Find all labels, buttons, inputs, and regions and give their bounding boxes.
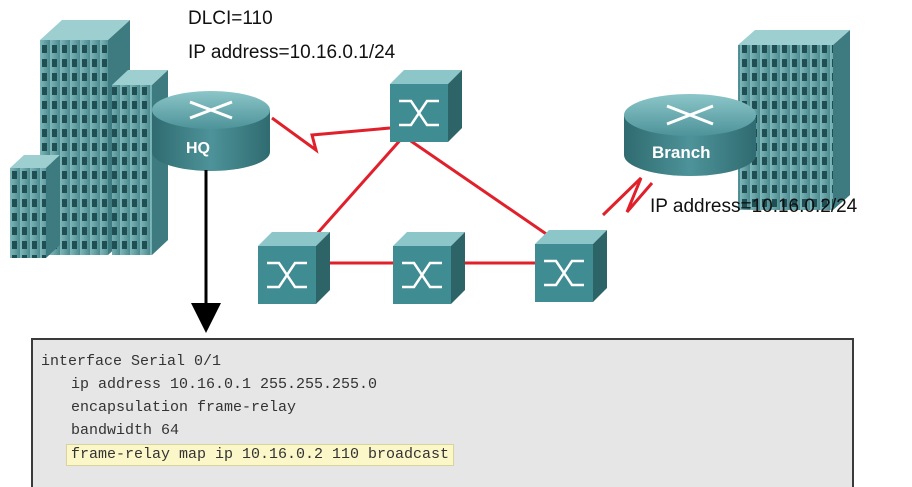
switch-middle [393, 232, 465, 304]
hq-router-label: HQ [186, 140, 210, 157]
config-line: ip address 10.16.0.1 255.255.255.0 [71, 376, 378, 393]
branch-router-label: Branch [652, 143, 711, 162]
network-diagram [10, 20, 850, 333]
switch-top [390, 70, 462, 142]
link-sw-top-sw-left [305, 136, 405, 246]
switch-cross-icon [399, 99, 439, 127]
router-arrows-icon [666, 104, 714, 126]
hq-buildings [10, 20, 168, 258]
config-line: encapsulation frame-relay [71, 399, 297, 416]
frame-relay-links [271, 116, 654, 265]
frame-relay-switches [258, 70, 607, 304]
dlci-label: DLCI=110 [188, 8, 273, 29]
switch-left [258, 232, 330, 304]
link-sw-top-sw-right [404, 135, 556, 242]
switch-right [535, 230, 607, 302]
serial-link-hq [271, 116, 391, 154]
hq-ip-label: IP address=10.16.0.1/24 [188, 42, 396, 63]
hq-router [152, 91, 270, 171]
switch-cross-icon [267, 261, 307, 289]
branch-router [624, 94, 756, 176]
config-line: interface Serial 0/1 [41, 353, 222, 370]
switch-cross-icon [402, 261, 442, 289]
router-config-block: interface Serial 0/1 ip address 10.16.0.… [31, 338, 854, 487]
serial-link-branch [601, 176, 654, 217]
switch-cross-icon [544, 259, 584, 287]
config-line-highlighted: frame-relay map ip 10.16.0.2 110 broadca… [66, 444, 455, 466]
router-arrows-icon [189, 100, 233, 120]
branch-ip-label: IP address=10.16.0.2/24 [650, 196, 858, 217]
config-line: bandwidth 64 [71, 422, 180, 439]
